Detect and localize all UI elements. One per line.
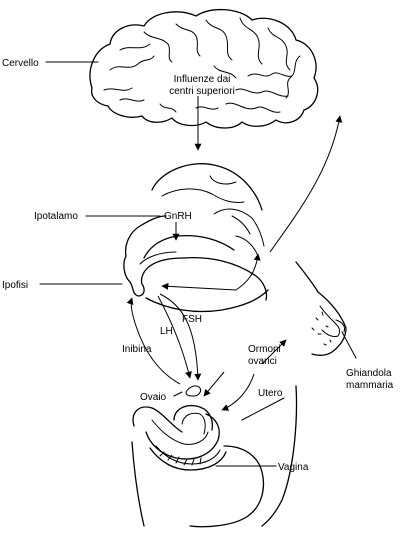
label-fsh: FSH [182,314,202,325]
arrow-ovary-to-hormones [203,371,225,397]
label-ghiandola-line2: mammaria [346,380,394,391]
label-gnrh: GnRH [164,211,192,222]
leader-ghiandola [341,331,357,359]
hormone-flow-arrows [126,96,343,411]
label-cervello: Cervello [2,58,39,69]
leader-utero [241,397,285,421]
diagram-labels: Cervello Influenze dai centri superiori … [2,58,394,473]
label-inibina: Inibina [122,344,152,355]
arrow-pituitary-fsh-to-ovary [159,293,202,381]
arrow-hormones-to-breast [261,339,287,365]
label-ghiandola-line1: Ghiandola [346,368,392,379]
label-leader-lines [39,61,357,467]
label-ipotalamo: Ipotalamo [34,211,78,222]
arrow-pituitary-lh-to-ovary [157,295,192,379]
reproductive-organs-drawing [132,385,227,471]
arrow-hormones-to-brain [269,115,343,253]
label-lh: LH [160,326,173,337]
hypothalamus-pituitary-drawing [123,163,269,313]
arrow-hormones-to-pituitary [161,282,237,291]
arrow-inhibin-to-pituitary [126,297,181,385]
label-utero: Utero [258,388,283,399]
leader-ovaio [173,391,183,397]
torso-and-breast-drawing [131,261,347,528]
label-ormoni-line2: ovarici [248,356,277,367]
label-ipofisi: Ipofisi [2,280,28,291]
label-influenze-line1: Influenze dai [174,74,231,85]
arrow-hormones-to-hypothalamus [235,253,261,291]
label-ovaio: Ovaio [140,392,167,403]
label-vagina: Vagina [278,462,309,473]
arrow-hormones-to-uterus [221,373,255,411]
brain-drawing [89,9,319,129]
label-influenze-line2: centri superiori [169,86,235,97]
label-ormoni-line1: Ormoni [248,344,281,355]
